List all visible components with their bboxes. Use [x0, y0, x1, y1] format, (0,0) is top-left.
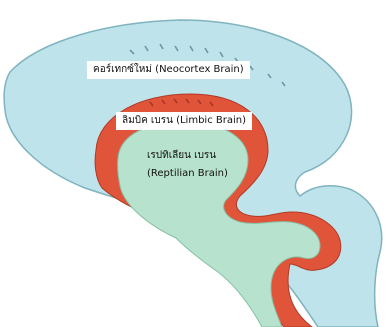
limbic-label: ลิมบิค เบรน (Limbic Brain): [116, 112, 252, 130]
reptilian-label-english: (Reptilian Brain): [147, 168, 228, 180]
neocortex-label: คอร์เทกซ์ใหม่ (Neocortex Brain): [87, 61, 250, 79]
reptilian-label-thai: เรปทิเลียน เบรน: [147, 150, 216, 162]
